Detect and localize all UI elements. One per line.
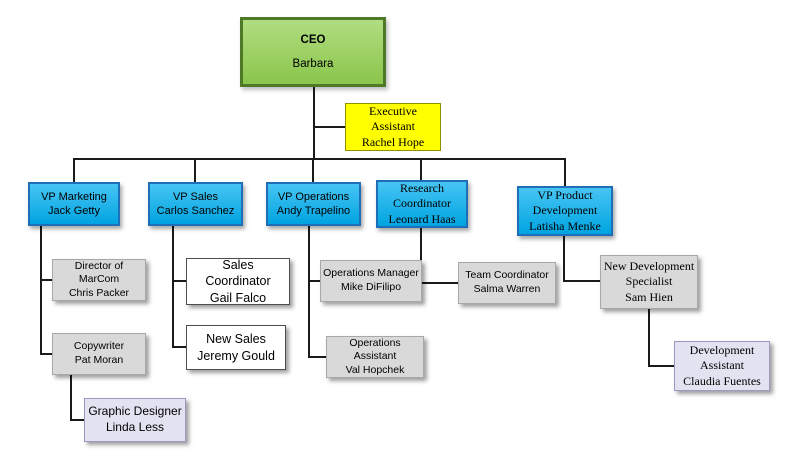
org-node-copywriter: Copywriter Pat Moran <box>52 333 146 375</box>
node-name: Jack Getty <box>48 205 100 217</box>
node-title: Operations Assistant <box>349 336 401 363</box>
node-title: VP Product Development <box>532 187 598 218</box>
node-name: Carlos Sanchez <box>156 205 235 217</box>
node-name: Linda Less <box>105 420 165 434</box>
node-name: Jeremy Gould <box>197 348 275 363</box>
node-title: Sales Coordinator <box>205 258 271 289</box>
org-node-director-marcom: Director of MarCom Chris Packer <box>52 259 146 301</box>
connector-line <box>420 282 458 284</box>
connector-line <box>563 280 600 282</box>
connector-line <box>172 226 174 348</box>
org-node-research-coordinator: Research Coordinator Leonard Haas <box>376 180 468 228</box>
org-node-graphic-designer: Graphic Designer Linda Less <box>84 398 186 442</box>
node-title: Development Assistant <box>689 342 755 373</box>
node-name: Salma Warren <box>473 283 541 295</box>
node-name: Leonard Haas <box>388 211 456 226</box>
node-title: Operations Manager <box>323 267 419 280</box>
connector-line <box>308 280 320 282</box>
node-title: New Sales <box>206 332 266 347</box>
node-title: Copywriter <box>73 340 125 353</box>
connector-line <box>420 228 422 284</box>
node-title: VP Sales <box>172 190 219 203</box>
connector-line <box>40 226 42 355</box>
node-name: Chris Packer <box>68 286 130 299</box>
node-name: Rachel Hope <box>361 134 425 149</box>
connector-line <box>172 280 186 282</box>
node-title: CEO <box>300 33 326 46</box>
org-node-vp-marketing: VP Marketing Jack Getty <box>28 182 120 226</box>
org-node-exec-assistant: Executive Assistant Rachel Hope <box>345 103 441 151</box>
node-title: VP Operations <box>277 190 350 203</box>
node-name: Latisha Menke <box>529 218 601 233</box>
org-node-development-assistant: Development Assistant Claudia Fuentes <box>674 341 770 391</box>
connector-line <box>40 353 52 355</box>
org-node-new-dev-specialist: New Development Specialist Sam Hien <box>600 255 698 309</box>
node-name: Andy Trapelino <box>276 205 351 217</box>
org-node-operations-assistant: Operations Assistant Val Hopchek <box>326 336 424 378</box>
node-title: Team Coordinator <box>465 269 549 282</box>
connector-line <box>563 236 565 282</box>
connector-line <box>70 419 84 421</box>
connector-line <box>70 375 72 421</box>
connector-line <box>648 365 674 367</box>
org-node-sales-coordinator: Sales Coordinator Gail Falco <box>186 258 290 305</box>
org-node-new-sales: New Sales Jeremy Gould <box>186 325 286 370</box>
connector-line <box>564 158 566 186</box>
node-name: Mike DiFilipo <box>340 281 402 293</box>
connector-line <box>420 158 422 180</box>
node-title: Executive Assistant <box>369 103 417 134</box>
node-name: Barbara <box>292 57 334 70</box>
connector-line <box>73 158 566 160</box>
org-node-team-coordinator: Team Coordinator Salma Warren <box>458 262 556 304</box>
node-name: Pat Moran <box>74 354 124 366</box>
org-node-vp-sales: VP Sales Carlos Sanchez <box>148 182 243 226</box>
node-name: Gail Falco <box>209 290 267 305</box>
connector-line <box>308 226 310 358</box>
connector-line <box>40 279 52 281</box>
connector-line <box>172 346 186 348</box>
node-title: New Development Specialist <box>603 258 695 289</box>
connector-line <box>73 158 75 182</box>
connector-line <box>312 158 314 182</box>
node-title: Research Coordinator <box>393 180 451 211</box>
node-title: Graphic Designer <box>88 404 182 419</box>
connector-line <box>648 309 650 367</box>
connector-line <box>194 158 196 182</box>
node-title: Director of MarCom <box>74 259 124 286</box>
node-name: Claudia Fuentes <box>683 373 761 388</box>
connector-line <box>313 126 346 128</box>
org-node-operations-manager: Operations Manager Mike DiFilipo <box>320 260 422 302</box>
org-node-vp-operations: VP Operations Andy Trapelino <box>266 182 361 226</box>
connector-line <box>313 87 315 160</box>
org-node-ceo: CEO Barbara <box>240 17 386 87</box>
org-node-vp-product-development: VP Product Development Latisha Menke <box>517 186 613 236</box>
node-title: VP Marketing <box>41 190 107 203</box>
node-name: Val Hopchek <box>345 363 405 376</box>
connector-line <box>308 356 326 358</box>
node-name: Sam Hien <box>625 289 673 304</box>
